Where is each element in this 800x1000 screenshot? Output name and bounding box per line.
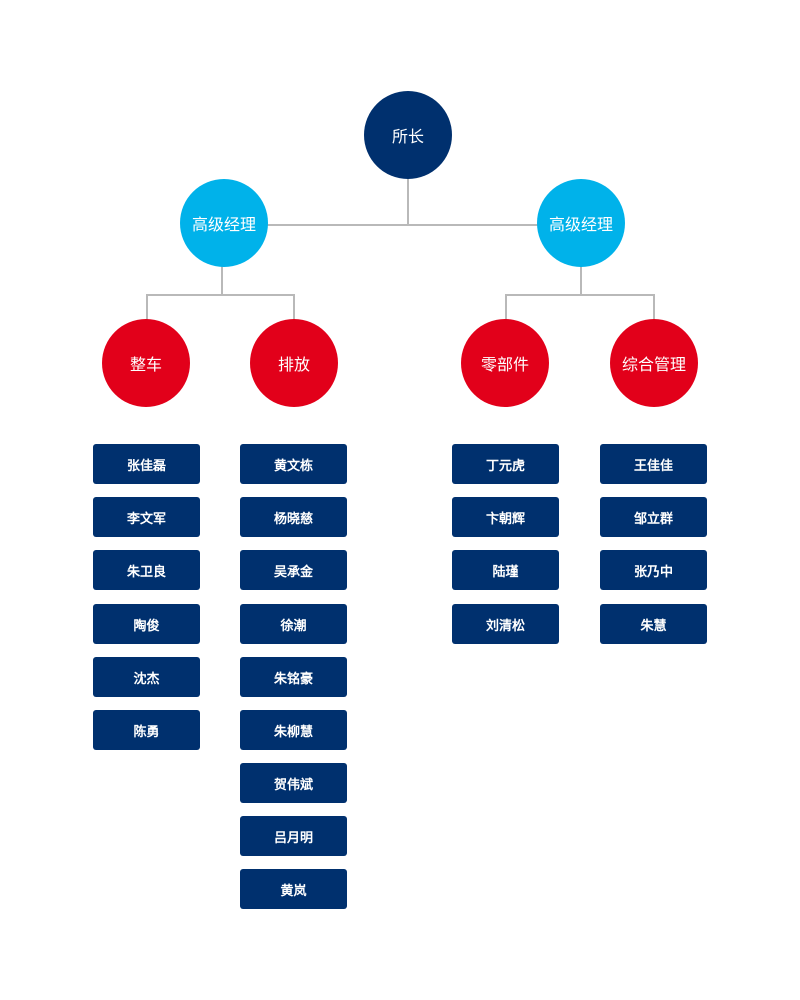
staff-box: 刘清松 [452, 604, 559, 644]
department-node-label: 综合管理 [621, 355, 686, 374]
staff-box: 吴承金 [240, 550, 347, 590]
staff-box: 贺伟斌 [240, 763, 347, 803]
department-node-label: 零部件 [480, 355, 529, 374]
staff-box: 杨晓慈 [240, 497, 347, 537]
staff-name: 陶俊 [133, 618, 160, 634]
staff-box: 丁元虎 [452, 444, 559, 484]
staff-name: 邹立群 [633, 511, 673, 527]
department-node-parts: 零部件 [461, 319, 549, 407]
connector-dept-1-drop [146, 294, 148, 320]
staff-name: 刘清松 [485, 618, 525, 634]
root-node-director: 所长 [364, 91, 452, 179]
staff-box: 陈勇 [93, 710, 200, 750]
staff-name: 朱卫良 [126, 564, 166, 580]
staff-name: 贺伟斌 [273, 777, 313, 793]
staff-box: 朱慧 [600, 604, 707, 644]
staff-box: 黄岚 [240, 869, 347, 909]
staff-name: 黄岚 [280, 883, 307, 899]
staff-name: 张佳磊 [126, 458, 166, 474]
staff-name: 李文军 [126, 511, 166, 527]
staff-name: 朱柳慧 [273, 724, 313, 740]
staff-name: 陈勇 [133, 724, 160, 740]
staff-box: 朱卫良 [93, 550, 200, 590]
staff-box: 沈杰 [93, 657, 200, 697]
department-node-general: 综合管理 [610, 319, 698, 407]
staff-name: 朱慧 [640, 618, 667, 634]
staff-box: 吕月明 [240, 816, 347, 856]
staff-box: 王佳佳 [600, 444, 707, 484]
staff-name: 杨晓慈 [273, 511, 313, 527]
staff-name: 陆瑾 [492, 564, 519, 580]
connector-dept-4-drop [653, 294, 655, 320]
department-node-label: 排放 [277, 355, 310, 374]
staff-box: 邹立群 [600, 497, 707, 537]
staff-box: 张乃中 [600, 550, 707, 590]
connector-right-departments-horizontal [505, 294, 655, 296]
department-node-emission: 排放 [250, 319, 338, 407]
manager-node-right: 高级经理 [537, 179, 625, 267]
connector-left-departments-horizontal [146, 294, 295, 296]
connector-dept-2-drop [293, 294, 295, 320]
staff-box: 黄文栋 [240, 444, 347, 484]
staff-name: 张乃中 [633, 564, 673, 580]
root-node-label: 所长 [391, 127, 424, 146]
staff-box: 张佳磊 [93, 444, 200, 484]
staff-box: 卞朝辉 [452, 497, 559, 537]
manager-node-left: 高级经理 [180, 179, 268, 267]
connector-dept-3-drop [505, 294, 507, 320]
staff-name: 王佳佳 [633, 458, 673, 474]
staff-box: 陆瑾 [452, 550, 559, 590]
staff-name: 吕月明 [273, 830, 313, 846]
staff-box: 朱铭豪 [240, 657, 347, 697]
staff-box: 朱柳慧 [240, 710, 347, 750]
staff-name: 吴承金 [273, 564, 313, 580]
staff-name: 黄文栋 [273, 458, 313, 474]
staff-name: 丁元虎 [485, 458, 525, 474]
staff-name: 沈杰 [133, 671, 160, 687]
connector-right-manager-down [580, 266, 582, 295]
staff-name: 朱铭豪 [273, 671, 313, 687]
connector-root-down [407, 178, 409, 225]
staff-box: 李文军 [93, 497, 200, 537]
connector-left-manager-down [221, 266, 223, 295]
department-node-label: 整车 [129, 355, 162, 374]
staff-name: 徐潮 [280, 618, 307, 634]
department-node-vehicle: 整车 [102, 319, 190, 407]
staff-box: 徐潮 [240, 604, 347, 644]
staff-box: 陶俊 [93, 604, 200, 644]
manager-node-label: 高级经理 [548, 215, 613, 234]
manager-node-label: 高级经理 [191, 215, 256, 234]
staff-name: 卞朝辉 [485, 511, 525, 527]
connector-managers-horizontal [266, 224, 538, 226]
